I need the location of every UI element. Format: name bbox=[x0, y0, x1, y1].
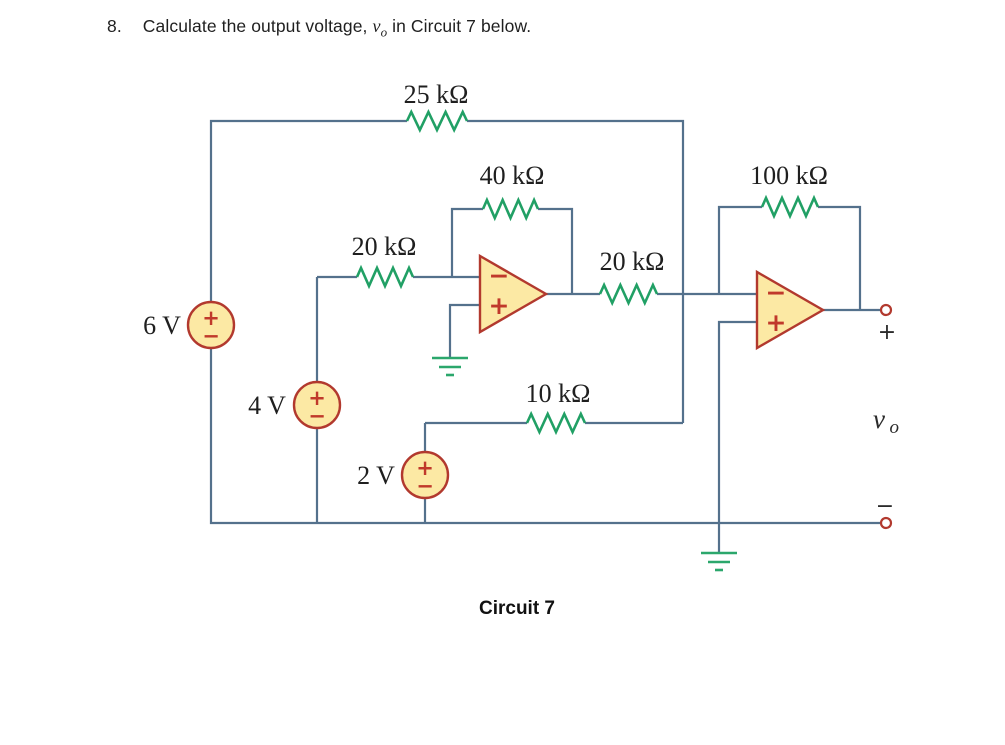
wire-segment bbox=[538, 207, 574, 294]
opamp-2-body bbox=[755, 269, 826, 351]
wire-segment bbox=[717, 205, 762, 294]
output-minus-sign: − bbox=[876, 494, 894, 519]
problem-statement: 8. Calculate the output voltage, vo in Ci… bbox=[107, 16, 531, 41]
plus-sign: + bbox=[416, 456, 434, 480]
wires bbox=[209, 119, 881, 553]
voltage-source-6v-label: 6 V bbox=[143, 311, 181, 340]
resistor-100k-label: 100 kΩ bbox=[750, 161, 828, 190]
opamp-1-noninverting-input-sign: + bbox=[489, 291, 510, 320]
voltage-source-4v: + − 4 V bbox=[248, 380, 342, 430]
output-plus-sign: + bbox=[878, 320, 896, 345]
output-terminal-positive bbox=[879, 303, 893, 317]
opamp-1: − + bbox=[478, 253, 549, 335]
resistor-25k-label: 25 kΩ bbox=[404, 80, 469, 109]
voltage-source-2v-label: 2 V bbox=[357, 461, 395, 490]
output-voltage-variable-subscript: o bbox=[380, 24, 388, 40]
opamp-2: − + bbox=[755, 269, 826, 351]
opamp-2-inverting-input-sign: − bbox=[766, 278, 787, 307]
resistor-20k-input-label: 20 kΩ bbox=[352, 232, 417, 261]
resistor-100k bbox=[760, 194, 820, 220]
wire-segment bbox=[209, 348, 881, 525]
resistor-20k-input bbox=[355, 264, 415, 290]
output-terminal-negative bbox=[879, 516, 893, 530]
wire-segment bbox=[818, 205, 862, 310]
voltage-source-6v-body bbox=[186, 300, 236, 350]
resistor-10k bbox=[525, 410, 587, 436]
problem-text-after: in Circuit 7 below. bbox=[387, 16, 532, 36]
voltage-source-2v-body bbox=[400, 450, 450, 500]
plus-sign: + bbox=[308, 386, 326, 410]
resistors: 25 kΩ 40 kΩ 100 kΩ 20 kΩ 20 kΩ 10 kΩ bbox=[352, 80, 828, 436]
resistor-20k-mid-label: 20 kΩ bbox=[600, 247, 665, 276]
output-voltage-variable: v bbox=[372, 16, 381, 36]
resistor-40k bbox=[481, 196, 540, 222]
figure-caption: Circuit 7 bbox=[478, 598, 556, 619]
problem-number: 8. bbox=[107, 16, 122, 36]
opamp-1-body bbox=[478, 253, 549, 335]
opamp-1-inverting-input-sign: − bbox=[489, 261, 510, 290]
opamp-2-noninverting-input-sign: + bbox=[766, 308, 787, 337]
resistor-10k-label: 10 kΩ bbox=[526, 379, 591, 408]
voltage-source-6v: + − 6 V bbox=[143, 300, 236, 350]
ground-symbol-1 bbox=[432, 356, 468, 377]
plus-sign: + bbox=[202, 306, 220, 330]
minus-sign: − bbox=[308, 404, 326, 428]
minus-sign: − bbox=[416, 474, 434, 498]
wire-segment bbox=[450, 207, 483, 277]
minus-sign: − bbox=[202, 324, 220, 348]
voltage-source-2v: + − 2 V bbox=[357, 450, 450, 500]
output-voltage-label: v o bbox=[873, 404, 899, 438]
resistor-20k-mid bbox=[598, 281, 659, 307]
wire-segment bbox=[467, 119, 685, 423]
ground-symbol-2 bbox=[701, 551, 737, 572]
output-port: + v o − bbox=[873, 303, 899, 530]
voltage-source-4v-body bbox=[292, 380, 342, 430]
wire-segment bbox=[209, 119, 407, 302]
problem-text-before: Calculate the output voltage, bbox=[142, 16, 373, 36]
resistor-25k bbox=[405, 108, 469, 134]
resistor-40k-label: 40 kΩ bbox=[480, 161, 545, 190]
wire-segment bbox=[448, 303, 480, 358]
wire-segment bbox=[717, 320, 757, 553]
voltage-source-4v-label: 4 V bbox=[248, 391, 286, 420]
